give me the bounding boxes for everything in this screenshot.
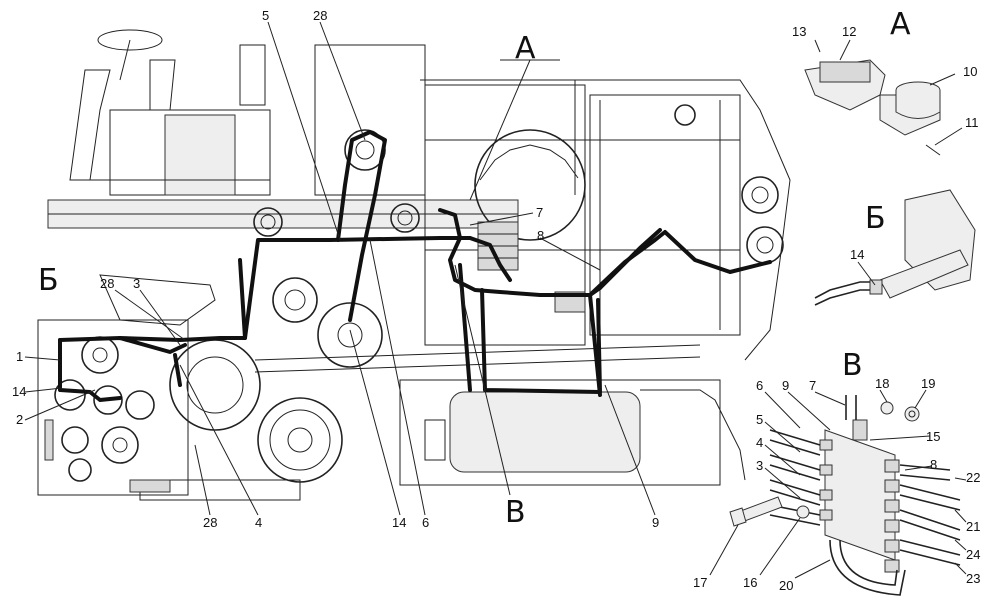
callout-6: 6 [422,515,429,530]
detail-view-a [804,39,963,156]
callout-9: 9 [652,515,659,530]
callout-detail-16: 16 [743,575,757,590]
callout-detail-17: 17 [693,575,707,590]
detail-view-c [709,389,967,596]
callout-14-detail: 14 [850,247,864,262]
callout-12: 12 [842,24,856,39]
cab-area [69,29,271,196]
callout-28-left: 28 [100,276,114,291]
callout-detail-18: 18 [875,376,889,391]
callout-2: 2 [16,412,23,427]
callout-13: 13 [792,24,806,39]
callout-detail-24: 24 [966,547,980,562]
view-letter-b-main: Б [38,263,59,298]
callout-detail-19: 19 [921,376,935,391]
callout-14-bottom: 14 [392,515,406,530]
callout-28-bottom: 28 [203,515,217,530]
callout-detail-7: 7 [809,378,816,393]
callout-28-top: 28 [313,8,327,23]
callout-8: 8 [537,228,544,243]
callout-detail-5: 5 [756,412,763,427]
view-letter-c-detail: В [842,348,863,383]
callouts-main: 5 28 7 8 28 3 1 14 2 28 4 14 6 9 [12,8,659,530]
callout-3: 3 [133,276,140,291]
lower-body [139,344,746,501]
callout-detail-4: 4 [756,435,763,450]
callout-detail-3: 3 [756,458,763,473]
callout-detail-21: 21 [966,519,980,534]
hydraulic-lines [58,130,772,402]
callout-11: 11 [965,115,979,130]
view-letter-a-main: А [515,31,536,66]
view-letter-a-detail: А [890,7,911,42]
valve-fittings [819,439,900,573]
frame-beams [47,44,791,361]
callout-detail-8: 8 [930,457,937,472]
view-letter-c-main: В [505,495,526,530]
left-gear-cluster [37,274,216,496]
callout-4: 4 [255,515,262,530]
callout-7: 7 [536,205,543,220]
leader-lines [24,21,656,516]
callout-5: 5 [262,8,269,23]
callout-detail-6: 6 [756,378,763,393]
callout-detail-15: 15 [926,429,940,444]
callout-detail-23: 23 [966,571,980,586]
callout-1: 1 [16,349,23,364]
callouts-detail-a-b: 13 12 10 11 14 [792,24,979,262]
callout-detail-20: 20 [779,578,793,593]
view-letter-b-detail: Б [865,201,886,236]
pulleys [169,104,784,483]
machine-drawing [24,21,791,516]
callout-10: 10 [963,64,977,79]
callout-14-left: 14 [12,384,26,399]
callout-detail-22: 22 [966,470,980,485]
detail-view-b [814,189,976,306]
callouts-detail-c: 6 9 7 18 19 5 15 4 3 8 22 21 24 23 17 16… [693,376,980,593]
callout-detail-9: 9 [782,378,789,393]
central-valve-block [477,221,586,313]
